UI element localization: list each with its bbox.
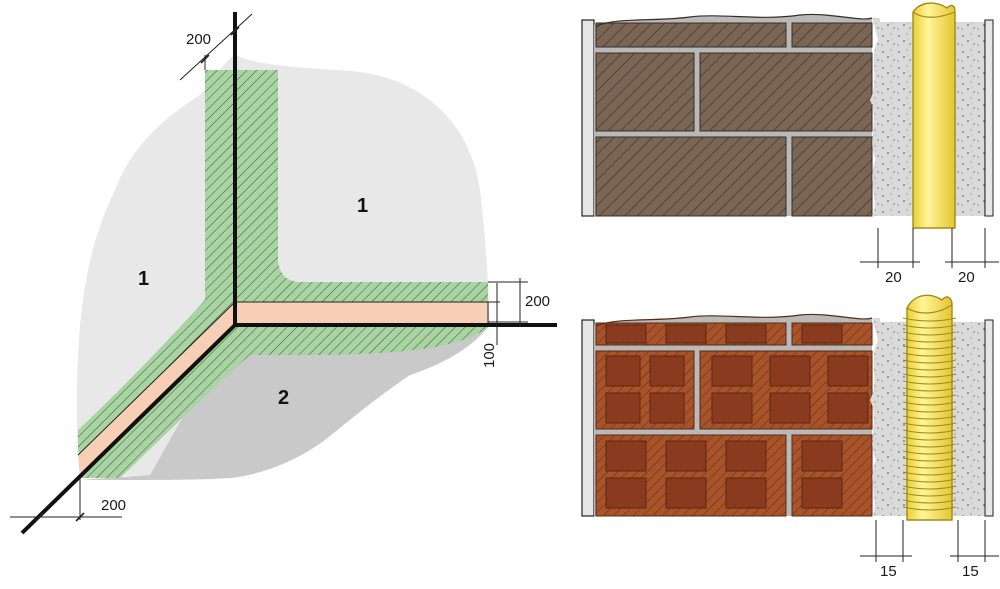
zone-label-floor: 2	[278, 387, 289, 409]
hollow-brick	[791, 322, 873, 346]
solid-brick	[595, 52, 695, 132]
solid-brick	[791, 22, 873, 48]
dim-label-hollow-left: 15	[880, 563, 897, 580]
dim-right-tape: 100	[481, 283, 500, 368]
hollow-brick	[791, 434, 873, 517]
dim-right-band: 200	[488, 278, 550, 326]
smooth-pipe	[912, 2, 956, 229]
solid-brick	[791, 136, 873, 217]
floor-area	[80, 325, 490, 480]
solid-brick-detail: 20 20	[581, 2, 999, 286]
solid-brick-torn-top	[595, 13, 873, 27]
hollow-brick-detail: 15 15	[581, 294, 999, 580]
dim-label-bottom: 200	[101, 497, 126, 514]
hollow-brick	[595, 322, 787, 346]
hollow-brick-torn-top	[595, 313, 873, 327]
wall-right-area	[235, 55, 490, 325]
hollow-brick	[699, 350, 873, 430]
membrane-floor-band	[80, 327, 488, 478]
zone-label-wall-left: 1	[138, 268, 149, 290]
dim-top-band: 200	[179, 13, 253, 81]
dim-label-top: 200	[186, 31, 211, 48]
solid-brick	[595, 136, 787, 217]
dim-label-right: 200	[525, 293, 550, 310]
dim-label-hollow-right: 15	[962, 563, 979, 580]
hollow-brick	[595, 434, 787, 517]
corner-diagonal-axis	[20, 323, 237, 535]
dim-label-solid-left: 20	[885, 269, 902, 286]
hollow-brick	[595, 350, 695, 430]
zone-label-wall-right: 1	[357, 195, 368, 217]
dim-label-solid-right: 20	[958, 269, 975, 286]
dim-label-tape: 100	[481, 343, 498, 368]
corner-detail: 200 200 100 200 1 1 2	[10, 12, 557, 535]
corrugated-pipe	[902, 294, 957, 521]
solid-brick	[699, 52, 873, 132]
solid-brick	[595, 22, 787, 48]
dim-bottom-band: 200	[10, 478, 126, 522]
tape-band	[78, 302, 488, 478]
